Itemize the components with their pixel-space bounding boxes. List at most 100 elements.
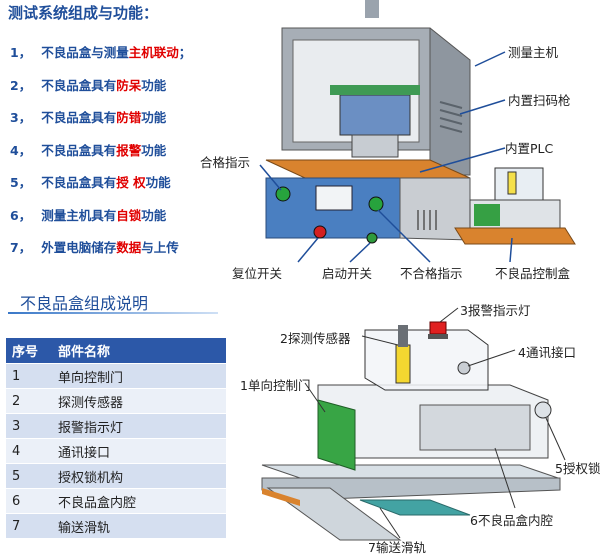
feature-text: 不良品盒具有 (41, 175, 117, 190)
feature-text: ； (178, 45, 192, 60)
label-reject-control-box: 不良品控制盒 (495, 266, 571, 281)
feature-text: 测量主机具有 (41, 207, 117, 223)
feature-item: 4， 不良品盒具有报警功能 (10, 140, 166, 159)
feature-text: 功能 (141, 110, 167, 125)
table-header-row: 序号 部件名称 (6, 338, 226, 364)
teal-slide (359, 499, 471, 516)
row-index: 3 (6, 413, 52, 439)
feature-item: 5， 不良品盒具有授 权功能 (10, 172, 171, 191)
label-scanner: 内置扫码枪 (508, 93, 571, 108)
ok-indicator-light (275, 186, 291, 202)
feature-number: 2， (10, 77, 32, 93)
label-start-switch: 启动开关 (322, 266, 373, 281)
feature-item: 7， 外置电脑储存数据与上传 (10, 237, 179, 256)
row-part-name: 不良品盒内腔 (52, 488, 226, 514)
row-part-name: 报警指示灯 (52, 413, 226, 439)
feature-item: 3， 不良品盒具有防错功能 (10, 107, 166, 126)
row-index: 4 (6, 438, 52, 464)
reject-box-cover (494, 167, 544, 201)
row-index: 6 (6, 488, 52, 514)
label-alarm-light: 3报警指示灯 (460, 303, 531, 318)
feature-highlight: 数据 (116, 240, 142, 255)
feature-item: 6，测量主机具有自锁功能 (10, 205, 166, 224)
feature-text: 外置电脑储存 (41, 240, 117, 255)
sensor-cylinder (395, 344, 411, 384)
feature-number: 3， (10, 110, 32, 125)
feature-text: 不良品盒具有 (41, 142, 117, 158)
feature-number: 4， (10, 142, 32, 158)
row-part-name: 输送滑轨 (52, 513, 226, 538)
feature-number: 1， (10, 45, 32, 60)
col-header-name: 部件名称 (52, 338, 226, 364)
label-cavity: 6不良品盒内腔 (470, 513, 553, 528)
reset-button (313, 225, 327, 239)
feature-item: 2， 不良品盒具有防呆功能 (10, 75, 166, 94)
feature-text: 不良品盒具有 (41, 77, 117, 93)
sensor-housing (364, 329, 489, 391)
feature-text: 功能 (141, 207, 167, 223)
page-title: 测试系统组成与功能： (8, 4, 159, 22)
feature-text: 功能 (141, 142, 167, 158)
label-ng-indicator: 不合格指示 (400, 266, 463, 281)
feature-text: 不良品盒具有 (41, 110, 117, 125)
label-ok-indicator: 合格指示 (200, 155, 251, 170)
auth-lock (534, 401, 552, 419)
feature-number: 5， (10, 175, 32, 190)
label-reset-switch: 复位开关 (232, 266, 283, 281)
inner-cavity (419, 404, 531, 451)
feature-number: 7， (10, 240, 32, 255)
feature-item: 1， 不良品盒与测量主机联动； (10, 42, 191, 61)
label-comm-port: 4通讯接口 (518, 345, 576, 360)
one-way-door (317, 399, 356, 471)
display-screen (315, 185, 353, 211)
label-plc: 内置PLC (505, 141, 554, 156)
feature-text: 与上传 (141, 240, 179, 255)
ng-indicator-light (368, 196, 384, 212)
feature-text: 功能 (141, 77, 167, 93)
comm-port (457, 361, 471, 375)
side-vents (439, 101, 463, 133)
feature-highlight: 防错 (116, 110, 142, 125)
label-auth-lock: 5授权锁 (555, 461, 601, 476)
col-header-index: 序号 (6, 338, 52, 364)
scanner-plate (330, 85, 420, 95)
row-index: 2 (6, 388, 52, 414)
title-underline (8, 312, 218, 314)
label-sensor: 2探测传感器 (280, 331, 351, 346)
row-index: 5 (6, 463, 52, 489)
row-part-name: 通讯接口 (52, 438, 226, 464)
test-fixture (339, 94, 411, 136)
row-part-name: 授权锁机构 (52, 463, 226, 489)
feature-number: 6， (10, 207, 32, 223)
feature-highlight: 主机联动 (128, 45, 179, 60)
mount-pole (365, 0, 379, 18)
label-one-way-door: 1单向控制门 (240, 378, 311, 393)
feature-highlight: 授 权 (116, 175, 146, 190)
row-index: 7 (6, 513, 52, 538)
start-button (366, 232, 378, 244)
reject-box-door (474, 204, 500, 226)
row-index: 1 (6, 363, 52, 389)
row-part-name: 单向控制门 (52, 363, 226, 389)
feature-text: 功能 (145, 175, 171, 190)
conveyor-rail (261, 464, 559, 479)
alarm-light (429, 321, 447, 335)
feature-highlight: 防呆 (116, 77, 142, 93)
machine-leaders (259, 51, 513, 263)
row-part-name: 探测传感器 (52, 388, 226, 414)
feature-text: 不良品盒与测量 (41, 45, 129, 60)
cabinet-vents (417, 210, 437, 230)
rail-slide (266, 487, 402, 541)
box-leaders (304, 307, 566, 539)
feature-highlight: 报警 (116, 142, 142, 158)
label-rail: 7输送滑轨 (368, 540, 426, 555)
